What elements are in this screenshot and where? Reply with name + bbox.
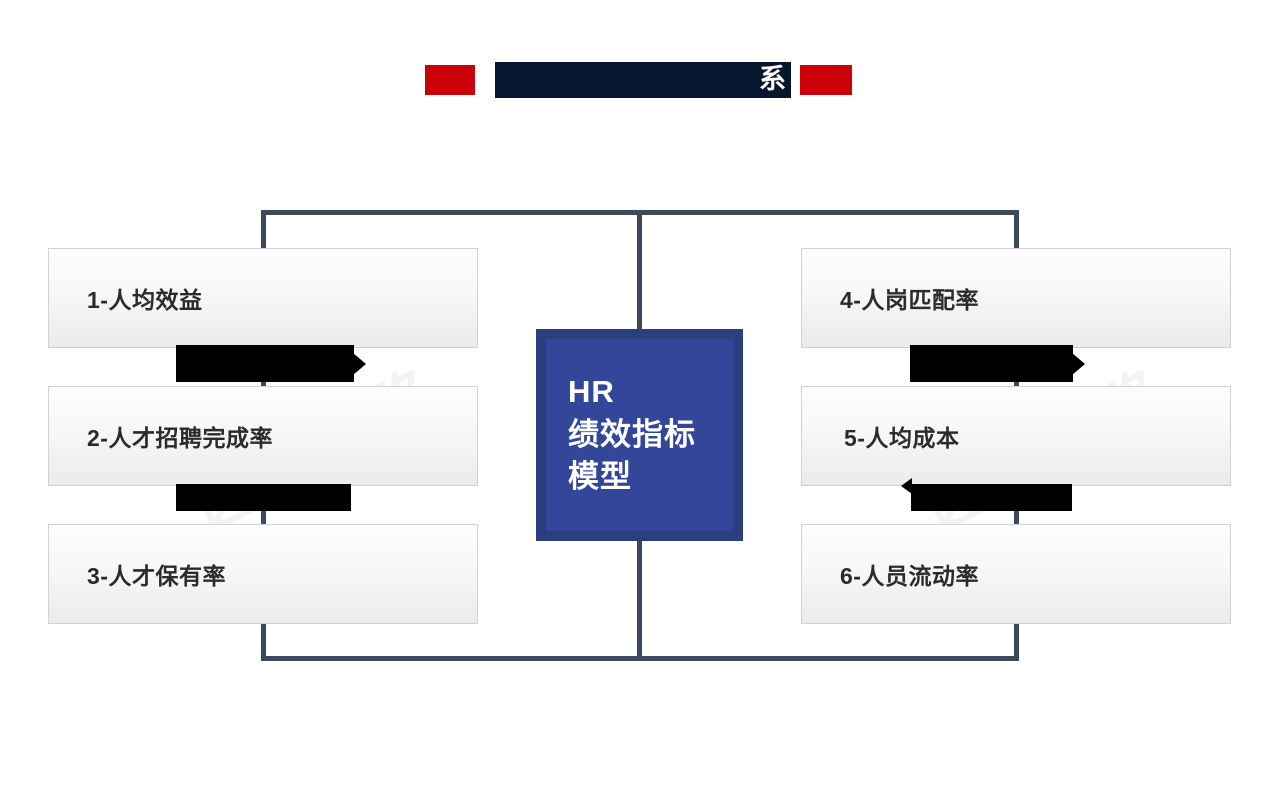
metric-box-6[interactable]: 6-人员流动率: [801, 524, 1231, 624]
redaction-bar-1: [176, 345, 366, 382]
page-title: 系: [759, 64, 787, 94]
metric-box-5[interactable]: 5-人均成本: [801, 386, 1231, 486]
metric-box-6-label: 6-人员流动率: [840, 563, 979, 589]
center-node-line-1: HR: [568, 373, 615, 409]
metric-box-5-label: 5-人均成本: [844, 425, 960, 451]
metric-box-4[interactable]: 4-人岗匹配率: [801, 248, 1231, 348]
arrow-right-icon: [1072, 352, 1085, 375]
metric-box-3[interactable]: 3-人才保有率: [48, 524, 478, 624]
connector-center-bottom-stem: [637, 540, 642, 661]
metric-box-2-label: 2-人才招聘完成率: [87, 425, 273, 451]
center-node[interactable]: HR 绩效指标 模型: [536, 329, 743, 541]
title-accent-left: [425, 65, 475, 95]
redaction-bar-2: [176, 484, 351, 511]
redaction-bar-4: [901, 478, 1072, 511]
arrow-right-icon: [353, 352, 366, 375]
center-node-inner: HR 绩效指标 模型: [546, 339, 733, 531]
arrow-left-icon: [901, 478, 912, 494]
title-redaction-bar: 系: [495, 62, 791, 98]
metric-box-3-label: 3-人才保有率: [87, 563, 226, 589]
center-node-line-2: 绩效指标: [568, 416, 696, 452]
metric-box-1[interactable]: 1-人均效益: [48, 248, 478, 348]
metric-box-4-label: 4-人岗匹配率: [840, 287, 979, 313]
title-accent-right: [800, 65, 852, 95]
slide-title-row: 系: [0, 62, 1280, 101]
redaction-bar-3: [910, 345, 1085, 382]
connector-center-top-stem: [637, 210, 642, 330]
metric-box-2[interactable]: 2-人才招聘完成率: [48, 386, 478, 486]
metric-box-1-label: 1-人均效益: [87, 287, 203, 313]
center-node-line-3: 模型: [568, 459, 632, 495]
